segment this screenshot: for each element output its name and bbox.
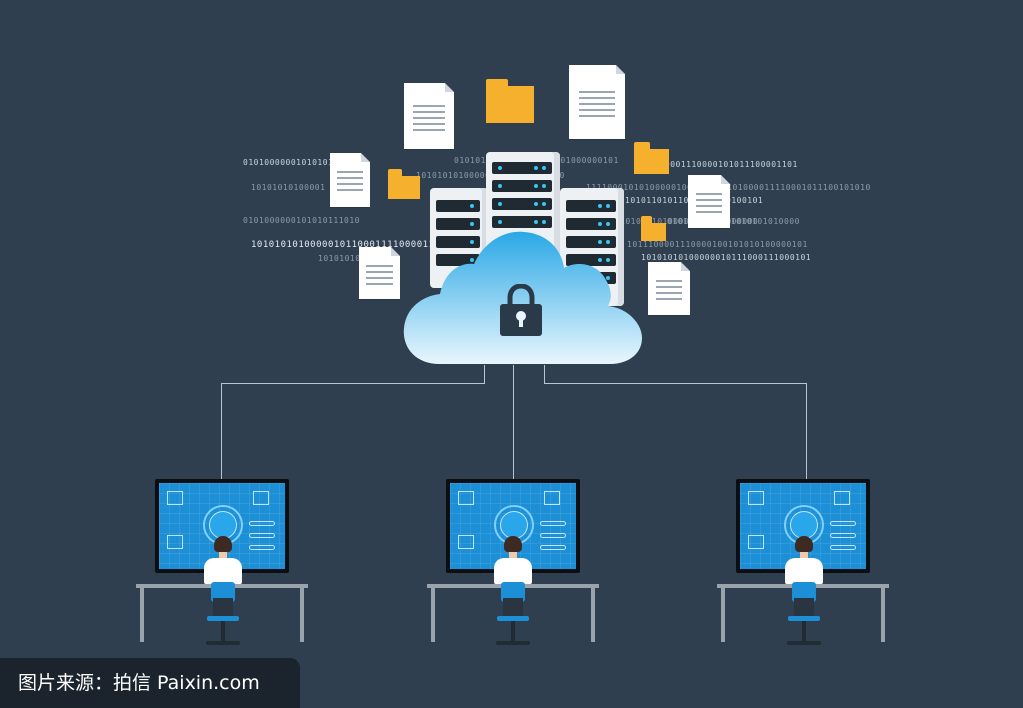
document-icon bbox=[359, 247, 400, 299]
binary-text: 0101010000001010101010000 bbox=[667, 217, 800, 226]
person-at-desk bbox=[488, 536, 538, 656]
binary-text: 1000101101000011110001011100101010 bbox=[690, 183, 871, 192]
binary-text: 10101010100000010111000111000101 bbox=[641, 253, 812, 262]
binary-text: 0101000000101010111010 bbox=[243, 216, 360, 225]
server-rack-icon bbox=[430, 188, 488, 288]
person-at-desk bbox=[779, 536, 829, 656]
connection-line bbox=[544, 383, 807, 384]
person-at-desk bbox=[198, 536, 248, 656]
connection-line bbox=[513, 365, 514, 479]
document-icon bbox=[569, 65, 625, 139]
binary-text: 1011100001110000100101010100000101 bbox=[627, 240, 808, 249]
security-dashboard-screen bbox=[450, 483, 576, 569]
binary-text: 11110001010100000100000101 bbox=[586, 183, 725, 192]
connection-line bbox=[806, 383, 807, 479]
folder-icon bbox=[486, 79, 534, 123]
document-icon bbox=[688, 175, 730, 228]
padlock-icon bbox=[500, 511, 528, 539]
binary-text: 1010101010 bbox=[318, 254, 372, 263]
folder-icon bbox=[634, 142, 669, 174]
document-icon bbox=[404, 83, 454, 149]
binary-text: 10101010100001 bbox=[251, 183, 326, 192]
document-icon bbox=[330, 153, 370, 207]
source-watermark: 图片来源：拍信 Paixin.com bbox=[0, 658, 300, 708]
folder-icon bbox=[641, 216, 666, 241]
padlock-icon bbox=[500, 284, 542, 336]
document-icon bbox=[648, 262, 690, 315]
connection-line bbox=[544, 365, 545, 384]
padlock-icon bbox=[790, 511, 818, 539]
binary-text: 101010101000001011000111100001110 bbox=[251, 240, 447, 250]
connection-line bbox=[484, 365, 485, 384]
folder-icon bbox=[388, 169, 420, 199]
padlock-icon bbox=[209, 511, 237, 539]
cloud-icon bbox=[403, 231, 642, 364]
connection-line bbox=[221, 383, 485, 384]
connection-line bbox=[221, 383, 222, 479]
binary-text: 1011100001110000101011100001101 bbox=[633, 160, 798, 169]
binary-text: 010100000010101010 bbox=[243, 158, 339, 167]
